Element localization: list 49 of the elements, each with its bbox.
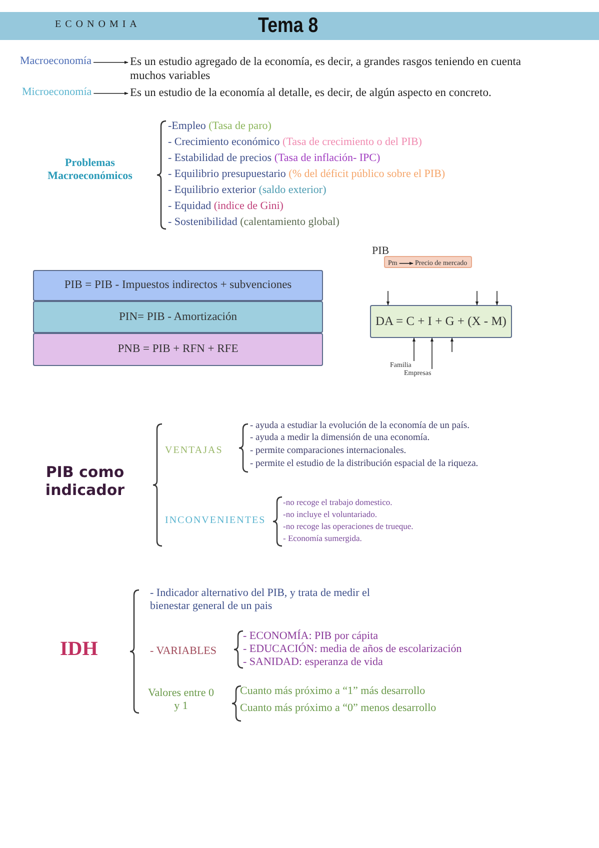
formula-box: PNB = PIB + RFN + RFE bbox=[33, 333, 323, 366]
subject-heading: ECONOMIA bbox=[55, 19, 141, 31]
section-heading: PIB como indicador bbox=[44, 463, 126, 499]
arrow bbox=[495, 290, 499, 306]
list-item: -no recoge las operaciones de trueque. bbox=[283, 521, 414, 532]
list-item: - Sostenibilidad (calentamiento global) bbox=[168, 216, 340, 230]
arrow bbox=[93, 60, 128, 64]
term: Microeconomía bbox=[22, 86, 92, 100]
list-item: -no recoge el trabajo domestico. bbox=[283, 497, 392, 508]
definition-text: Es un estudio de la economía al detalle, es decir, de algún aspecto en concreto. bbox=[130, 86, 595, 100]
category-label: - VARIABLES bbox=[150, 645, 217, 658]
arrow bbox=[386, 290, 390, 306]
category-label: INCONVENIENTES bbox=[165, 515, 266, 527]
list-item: - ayuda a medir la dimensión de una economía. bbox=[250, 433, 430, 444]
formula-box: PIB = PIB - Impuestos indirectos + subvenciones bbox=[33, 270, 323, 301]
note-box bbox=[384, 256, 472, 268]
list-item: - EDUCACIÓN: media de años de escolarización bbox=[243, 643, 462, 656]
list-item: - Equilibrio presupuestario (% del déficit público sobre el PIB) bbox=[168, 168, 446, 182]
list-item: - Estabilidad de precios (Tasa de inflación- IPC) bbox=[168, 152, 380, 166]
arrow bbox=[93, 92, 128, 95]
formula-box: PIN= PIB - Amortización bbox=[33, 301, 323, 333]
list-item: - Equilibrio exterior (saldo exterior) bbox=[168, 184, 326, 198]
arrow bbox=[398, 262, 414, 265]
arrow bbox=[430, 338, 434, 370]
list-item: - Economía sumergida. bbox=[283, 533, 362, 544]
heading: PIB bbox=[372, 245, 390, 258]
arrow bbox=[450, 338, 454, 352]
section-heading: Problemas Macroeconómicos bbox=[46, 157, 134, 184]
list-item: - permite comparaciones internacionales. bbox=[250, 446, 406, 458]
category-label: VENTAJAS bbox=[165, 445, 223, 457]
list-item: Cuanto más próximo a “0” menos desarrollo bbox=[240, 702, 436, 716]
list-item: - ayuda a estudiar la evolución de la economía de un país. bbox=[250, 421, 470, 432]
definition-text: Es un estudio agregado de la economía, es decir, a grandes rasgos teniendo en cuenta muchos variables bbox=[130, 55, 555, 84]
category-label: Valores entre 0 y 1 bbox=[147, 687, 215, 714]
list-item: Cuanto más próximo a “1” más desarrollo bbox=[240, 685, 426, 698]
list-item: -Empleo (Tasa de paro) bbox=[168, 120, 272, 134]
arrow bbox=[412, 338, 416, 362]
list-item: - SANIDAD: esperanza de vida bbox=[243, 656, 383, 670]
list-item: - Crecimiento económico (Tasa de crecimiento o del PIB) bbox=[168, 136, 422, 150]
section-heading: IDH bbox=[60, 637, 98, 661]
list-item: - permite el estudio de la distribución espacial de la riqueza. bbox=[250, 459, 478, 470]
term: Macroeconomía bbox=[20, 55, 92, 69]
list-item: -no incluye el voluntariado. bbox=[283, 509, 377, 520]
arrow bbox=[475, 290, 479, 306]
description-text: - Indicador alternativo del PIB, y trata de medir el bienestar general de un pais bbox=[150, 587, 371, 614]
formula-box: DA = C + I + G + (X - M) bbox=[370, 305, 512, 338]
list-item: - ECONOMÍA: PIB por cápita bbox=[243, 630, 378, 642]
list-item: - Equidad (indice de Gini) bbox=[168, 200, 284, 214]
title: Tema 8 bbox=[258, 13, 318, 38]
